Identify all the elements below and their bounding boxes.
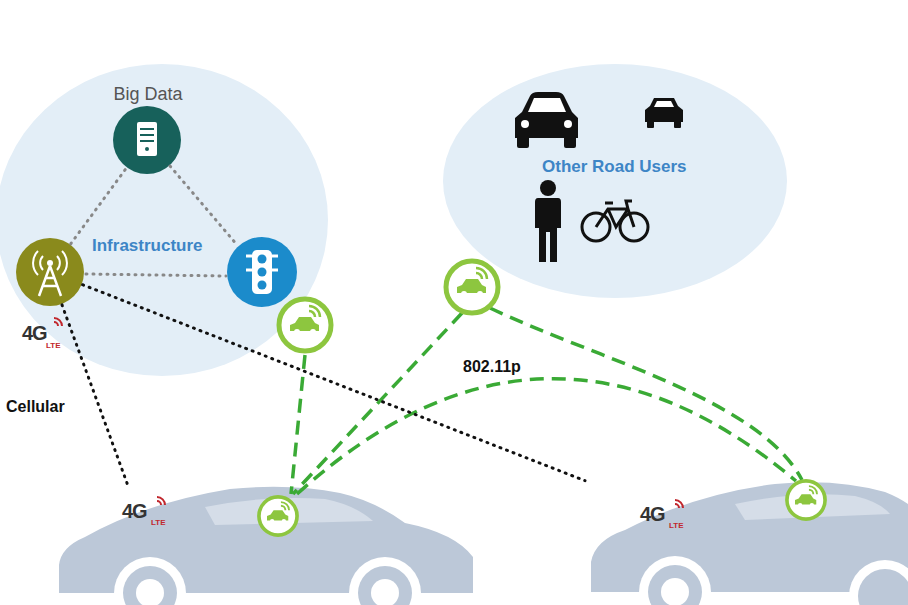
region-circle: Infrastructure Big Data 4GLTE [0,62,330,380]
link-label: 802.11p [460,358,524,375]
node-label: 4G [640,503,665,525]
v2x-icon [279,299,331,351]
text-slot: 4G [640,503,665,525]
text-slot: 4G [22,322,47,344]
v2x-icon [787,481,825,519]
text-slot: LTE [669,514,684,532]
traffic-light-icon [227,237,297,307]
node-label: 4G [22,322,47,344]
region-circle: Other Road Users [443,64,788,298]
text-slot: 802.11p [460,358,524,376]
text-slot: LTE [46,334,61,352]
node-label: Big Data [113,84,182,104]
text-slot: Cellular [6,398,65,416]
vehicle-silhouette: 4G LTE [585,470,908,605]
node-label: Other Road Users [542,157,687,176]
v2x-icon [259,497,297,535]
node-sublabel: LTE [151,518,166,527]
cell-tower-node: 4GLTE [10,236,90,348]
text-slot: Big Data [100,84,196,104]
text-slot: LTE [151,511,166,529]
dotted-link [86,274,226,276]
connector-label: Cellular [6,398,65,415]
vehicle-silhouette-outline [55,485,475,605]
vehicle-silhouette-outline [585,470,908,605]
vehicle-silhouette: 4G LTE [55,485,475,605]
v2x-icon [446,261,498,313]
region-circle-outline [0,62,330,380]
region-circle-outline [443,64,788,298]
node-label: Infrastructure [92,236,203,255]
text-slot: Other Road Users [542,157,687,177]
node-label: 4G [122,500,147,522]
text-slot: 4G [122,500,147,522]
text-slot: Infrastructure [92,236,203,256]
node-sublabel: LTE [669,521,684,530]
node-sublabel: LTE [46,341,61,350]
dotted-connector [83,285,585,481]
server-node: Big Data [100,84,196,176]
